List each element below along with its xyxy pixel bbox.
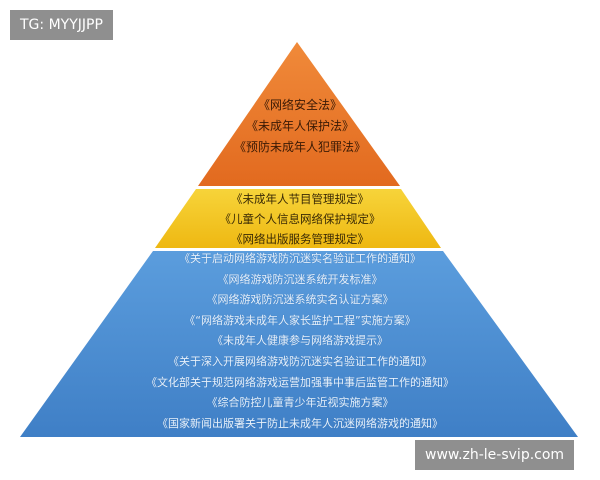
watermark-top-left: TG: MYYJJPP xyxy=(10,10,113,40)
law-item: 《网络安全法》 xyxy=(257,98,342,112)
bottom-tier-notices: 《关于启动网络游戏防沉迷实名验证工作的通知》 《网络游戏防沉迷系统开发标准》 《… xyxy=(0,249,600,434)
pyramid-top-tier xyxy=(198,42,400,186)
notice-item: 《网络游戏防沉迷系统实名认证方案》 xyxy=(206,293,394,307)
notice-item: 《网络游戏防沉迷系统开发标准》 xyxy=(217,272,383,286)
middle-tier-regulations: 《未成年人节目管理规定》 《儿童个人信息网络保护规定》 《网络出版服务管理规定》 xyxy=(0,189,600,249)
pyramid-middle-tier xyxy=(155,189,441,248)
notice-item: 《未成年人健康参与网络游戏提示》 xyxy=(212,334,388,348)
watermark-bottom-right: www.zh-le-svip.com xyxy=(415,440,575,470)
notice-item: 《关于启动网络游戏防沉迷实名验证工作的通知》 xyxy=(179,252,421,265)
notice-item: 《关于深入开展网络游戏防沉迷实名验证工作的通知》 xyxy=(168,354,432,368)
regulation-item: 《网络出版服务管理规定》 xyxy=(231,232,369,246)
law-item: 《预防未成年人犯罪法》 xyxy=(233,140,366,154)
notice-item: 《国家新闻出版署关于防止未成年人沉迷网络游戏的通知》 xyxy=(157,416,443,430)
notice-item: 《“网络游戏未成年人家长监护工程”实施方案》 xyxy=(184,313,416,327)
law-item: 《未成年人保护法》 xyxy=(245,119,354,133)
notice-item: 《综合防控儿童青少年近视实施方案》 xyxy=(206,396,394,410)
pyramid-bottom-tier xyxy=(20,251,578,437)
regulation-item: 《未成年人节目管理规定》 xyxy=(231,192,369,206)
regulation-item: 《儿童个人信息网络保护规定》 xyxy=(219,212,381,226)
notice-item: 《文化部关于规范网络游戏运营加强事中事后监管工作的通知》 xyxy=(146,375,454,389)
top-tier-laws: 《网络安全法》 《未成年人保护法》 《预防未成年人犯罪法》 xyxy=(0,95,600,158)
